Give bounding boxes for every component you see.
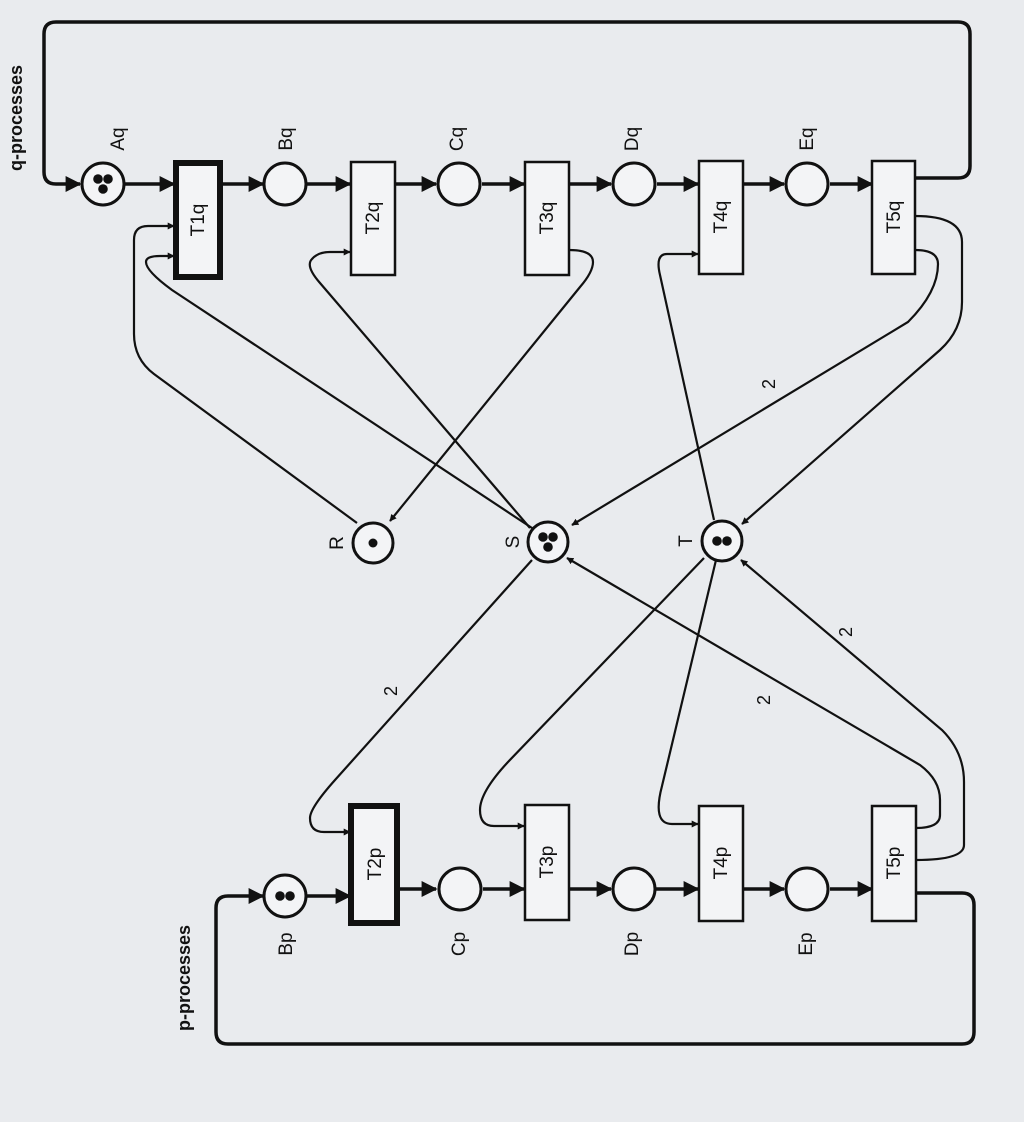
place-label: Cq <box>447 127 468 151</box>
place-label: Eq <box>797 127 818 150</box>
transition-label: T1q <box>188 204 209 237</box>
token <box>98 184 108 194</box>
place-Bq[interactable]: Bq <box>262 127 308 207</box>
place-label: Ep <box>796 932 817 955</box>
token <box>548 532 558 542</box>
arc-T5q-T <box>741 214 964 525</box>
place-S[interactable]: S <box>503 520 570 564</box>
token <box>543 542 553 552</box>
place-Eq[interactable]: Eq <box>784 127 830 207</box>
transition-label: T3p <box>537 846 558 879</box>
token-marks <box>712 536 732 546</box>
token <box>93 174 103 184</box>
arc-S-T2p <box>308 559 533 836</box>
place-Bp[interactable]: Bp <box>262 873 308 956</box>
transition-T3p[interactable]: T3p <box>523 803 571 922</box>
place-Cq[interactable]: Cq <box>436 127 482 207</box>
place-label: S <box>503 536 524 549</box>
arc-T-T4q <box>657 250 716 521</box>
token-marks <box>93 174 113 194</box>
arc-T5q-loop-Aq <box>42 20 972 192</box>
place-Cp[interactable]: Cp <box>437 866 483 956</box>
arc-S-T2q <box>308 248 531 529</box>
place-label: Dq <box>622 127 643 151</box>
place-label: T <box>676 535 697 547</box>
weight-T5p-T: 2 <box>836 627 856 637</box>
place-Ep[interactable]: Ep <box>784 866 830 956</box>
p-process-chain-arcs <box>214 881 976 1046</box>
transition-label: T5q <box>884 201 905 234</box>
transition-T4p[interactable]: T4p <box>697 804 745 923</box>
token-marks <box>368 538 378 548</box>
transition-label: T4q <box>711 201 732 234</box>
resource-arcs <box>132 214 966 862</box>
place-label: Bp <box>276 932 297 955</box>
token <box>285 891 295 901</box>
token <box>275 891 285 901</box>
place-Aq[interactable]: Aq <box>80 127 129 207</box>
transition-T5p[interactable]: T5p <box>870 804 918 923</box>
token <box>538 532 548 542</box>
arc-T5p-T <box>740 559 966 862</box>
q-process-chain-arcs <box>42 20 972 192</box>
place-T[interactable]: T <box>676 519 744 563</box>
token <box>722 536 732 546</box>
weight-T5p-S: 2 <box>754 695 774 705</box>
arc-T5p-S <box>566 557 942 830</box>
transition-T3q[interactable]: T3q <box>523 160 571 277</box>
token-marks <box>275 891 295 901</box>
place-Dp[interactable]: Dp <box>611 866 657 956</box>
token <box>368 538 378 548</box>
place-R[interactable]: R <box>327 521 395 565</box>
arc-R-T1q <box>132 222 358 524</box>
q-transitions: T1q T2q T3q T4q T5q <box>173 159 917 280</box>
transition-label: T4p <box>711 847 732 880</box>
arc-T5q-S <box>571 248 940 526</box>
transition-T1q[interactable]: T1q <box>173 160 223 280</box>
token <box>712 536 722 546</box>
place-label: R <box>327 536 348 550</box>
place-label: Bq <box>276 127 297 150</box>
place-label: Dp <box>622 932 643 956</box>
transition-label: T2q <box>363 202 384 235</box>
transition-label: T5p <box>884 847 905 880</box>
place-label: Cp <box>449 932 470 956</box>
transition-label: T3q <box>537 202 558 235</box>
transition-T5q[interactable]: T5q <box>870 159 917 276</box>
arc-T-T3p <box>478 557 705 830</box>
weight-S-T2p: 2 <box>381 686 401 696</box>
token <box>103 174 113 184</box>
transition-label: T2p <box>365 848 386 881</box>
place-Dq[interactable]: Dq <box>611 127 657 207</box>
token-marks <box>538 532 558 552</box>
transition-T2p[interactable]: T2p <box>348 803 400 926</box>
arc-S-T1q <box>144 252 533 529</box>
arc-T3q-R <box>389 248 595 522</box>
places: Aq Bq Cq Dq Eq R <box>80 127 830 956</box>
place-label: Aq <box>108 127 129 150</box>
p-processes-label: p-processes <box>174 925 194 1031</box>
weight-T5q-S: 2 <box>759 379 779 389</box>
q-processes-label: q-processes <box>6 65 26 171</box>
arc-weights: 2 2 2 2 <box>381 379 856 705</box>
arc-T-T4p <box>657 559 718 828</box>
transition-T2q[interactable]: T2q <box>349 160 397 277</box>
arc-T5p-loop-Bp <box>214 888 976 1046</box>
transition-T4q[interactable]: T4q <box>697 159 745 276</box>
p-transitions: T2p T3p T4p T5p <box>348 803 918 926</box>
